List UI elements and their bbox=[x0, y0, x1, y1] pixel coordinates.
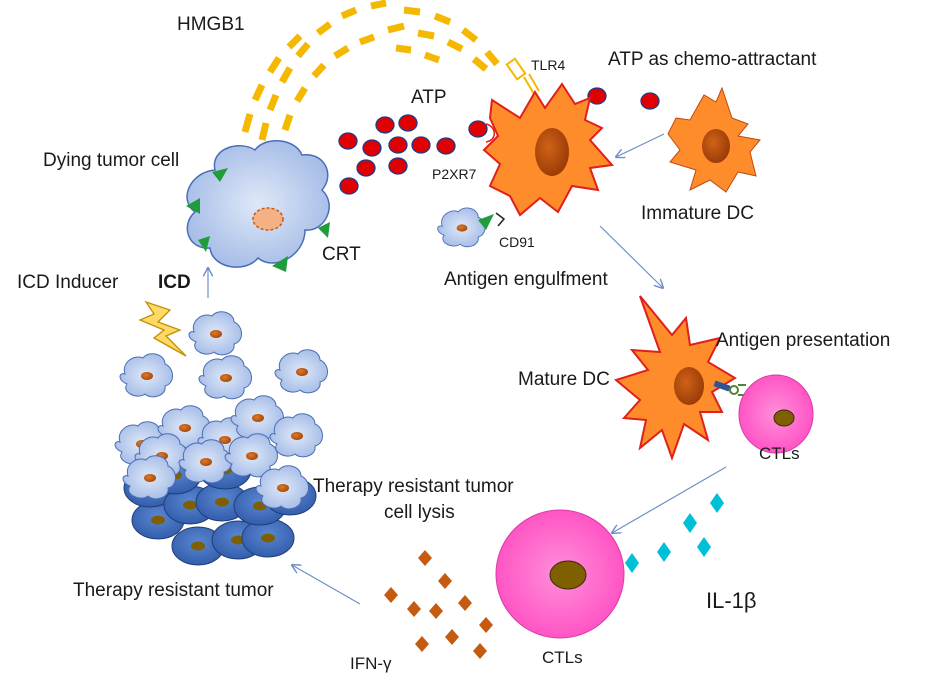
ifn-gamma-label: IFN-γ bbox=[350, 654, 392, 673]
activated-dendritic-cell bbox=[482, 82, 614, 217]
therapy-resistant-tumor-mass bbox=[114, 311, 328, 566]
therapy-resistant-tumor-label: Therapy resistant tumor bbox=[73, 580, 274, 601]
lightning-bolt-icon bbox=[138, 300, 187, 357]
tumor-fragment bbox=[437, 207, 486, 248]
mature-dendritic-cell bbox=[613, 295, 737, 461]
crt-label: CRT bbox=[322, 244, 361, 265]
dying-tumor-cell bbox=[186, 139, 330, 268]
therapy-resistant-lysis-label-line2: cell lysis bbox=[384, 502, 455, 523]
tlr4-label: TLR4 bbox=[531, 57, 566, 73]
mhc-tcr-synapse bbox=[713, 380, 746, 396]
dying-tumor-cell-label: Dying tumor cell bbox=[43, 150, 180, 171]
il1b-label: IL-1β bbox=[706, 588, 757, 613]
ctl-large bbox=[495, 509, 625, 639]
tlr4-receptor bbox=[505, 57, 540, 95]
immature-dendritic-cell bbox=[667, 86, 761, 193]
ctl-small bbox=[738, 374, 814, 454]
ctls-lower-label: CTLs bbox=[542, 648, 583, 667]
antigen-engulfment-label: Antigen engulfment bbox=[444, 269, 608, 290]
immature-dc-label: Immature DC bbox=[641, 203, 754, 224]
mature-dc-label: Mature DC bbox=[518, 369, 610, 390]
antigen-presentation-label: Antigen presentation bbox=[716, 330, 891, 351]
hmgb1-dashes bbox=[241, 0, 500, 141]
pathway-arrows bbox=[208, 133, 727, 605]
atp-chemo-attractant-label: ATP as chemo-attractant bbox=[608, 49, 817, 70]
crt-markers bbox=[186, 168, 330, 272]
cd91-label: CD91 bbox=[499, 234, 535, 250]
atp-molecules bbox=[338, 87, 660, 195]
icd-label: ICD bbox=[158, 272, 191, 293]
icd-inducer-label: ICD Inducer bbox=[17, 272, 119, 293]
cd91-receptor bbox=[478, 212, 506, 230]
ifn-gamma-molecules bbox=[384, 550, 493, 659]
ctls-upper-label: CTLs bbox=[759, 444, 800, 463]
hmgb1-label: HMGB1 bbox=[177, 14, 245, 35]
p2xr7-label: P2XR7 bbox=[432, 166, 477, 182]
atp-label: ATP bbox=[411, 87, 447, 108]
il1b-molecules bbox=[625, 493, 724, 573]
therapy-resistant-lysis-label-line1: Therapy resistant tumor bbox=[313, 476, 514, 497]
p2xr7-receptor bbox=[485, 123, 495, 143]
